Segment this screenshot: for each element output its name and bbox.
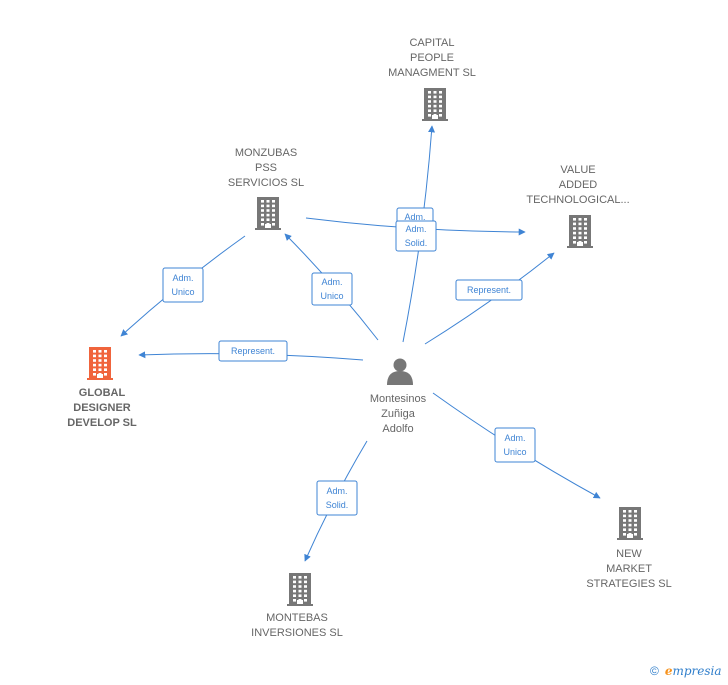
node-label-line: VALUE [560,164,595,176]
edge-label-text: Adm. [321,277,342,287]
node-newmarket[interactable]: NEW MARKET STRATEGIES SL [586,507,672,590]
edge-label-text: Adm. [405,224,426,234]
edge-label-frame [218,340,288,362]
edge-monzubas-to-global: Adm. Unico [120,235,246,337]
node-label-line: STRATEGIES SL [586,578,671,590]
edge-monzubas-to-value: Adm. Solid. [305,217,526,252]
edge-label-box[interactable]: Adm. Solid. [395,220,437,252]
node-label-line: DESIGNER [73,402,131,414]
person-icon [387,358,413,385]
building-icon [422,88,448,121]
node-label-line: DEVELOP SL [67,417,137,429]
edge-label-box[interactable]: Adm. Unico [494,427,536,463]
building-icon [617,507,643,540]
node-montebas[interactable]: MONTEBAS INVERSIONES SL [251,573,343,639]
edge-label-text: Represent. [231,346,275,356]
edge-label-text: Adm. [326,486,347,496]
nodes-layer: CAPITAL PEOPLE MANAGMENT SL MONZUBAS PSS SERV… [67,37,671,639]
edge-person-to-monzubas: Adm. Unico [284,233,379,341]
node-label-line: MANAGMENT SL [388,67,476,79]
edge-label-frame [162,267,204,303]
node-label-line: ADDED [559,179,598,191]
edge-label-box[interactable]: Represent. [455,279,523,301]
edge-person-to-global: Represent. [138,340,364,362]
node-label-line: INVERSIONES SL [251,627,343,639]
edge-label-box[interactable]: Adm. Solid. [316,480,358,516]
edge-label-text: Adm. [172,273,193,283]
edge-person-to-montebas: Adm. Solid. [304,440,368,562]
node-capital[interactable]: CAPITAL PEOPLE MANAGMENT SL [388,37,476,121]
node-value[interactable]: VALUE ADDED TECHNOLOGICAL... [526,164,630,248]
edge-person-to-value: Represent. [424,252,555,345]
copyright-symbol: © [650,664,659,678]
edge-label-text: Adm. [504,433,525,443]
node-label-line: PSS [255,162,277,174]
node-label-line: MONTEBAS [266,612,328,624]
brand-initial: e [664,664,673,678]
edge-label-frame [311,272,353,306]
empresia-brand[interactable]: © empresia [650,664,722,678]
node-label-line: CAPITAL [409,37,454,49]
edge-label-frame [316,480,358,516]
node-label-line: MONZUBAS [235,147,297,159]
node-label-line: SERVICIOS SL [228,177,304,189]
edge-label-frame [395,220,437,252]
edge-label-text: Unico [503,447,526,457]
building-icon [87,347,113,380]
building-icon [567,215,593,248]
building-icon [255,197,281,230]
edge-label-box[interactable]: Adm. Unico [162,267,204,303]
node-label-line: MARKET [606,563,652,575]
edge-person-to-newmarket: Adm. Unico [432,392,601,499]
node-label-line: NEW [616,548,642,560]
node-monzubas[interactable]: MONZUBAS PSS SERVICIOS SL [228,147,304,230]
edge-label-box[interactable]: Adm. Unico [311,272,353,306]
node-label-line: Adolfo [382,423,413,435]
node-label-line: GLOBAL [79,387,126,399]
node-global[interactable]: GLOBAL DESIGNER DEVELOP SL [67,347,137,429]
building-icon [287,573,313,606]
edge-label-text: Adm. [404,212,425,222]
node-label-line: Montesinos [370,393,427,405]
node-label-line: Zuñiga [381,408,416,420]
node-label-line: TECHNOLOGICAL... [526,194,629,206]
edge-label-frame [455,279,523,301]
edge-label-text: Solid. [405,238,428,248]
brand-name: mpresia [672,664,722,678]
edge-label-text: Unico [171,287,194,297]
edges-layer: Adm.UnicoRepresent.Adm.Solid.Adm.UnicoAd… [120,125,601,562]
edge-label-text: Solid. [326,500,349,510]
edge-label-box[interactable]: Represent. [218,340,288,362]
edge-label-frame [494,427,536,463]
edge-label-text: Represent. [467,285,511,295]
node-label-line: PEOPLE [410,52,454,64]
edge-label-text: Unico [320,291,343,301]
